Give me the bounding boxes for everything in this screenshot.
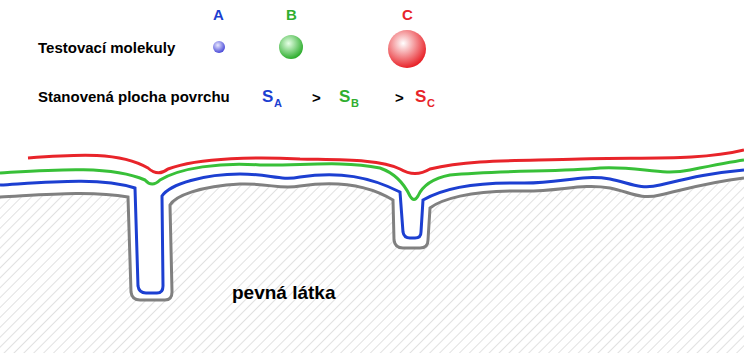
molecule-letter: A: [213, 6, 224, 23]
molecule-b: [279, 35, 303, 59]
comparison-sign: >: [312, 89, 321, 106]
molecule-letter: B: [286, 6, 297, 23]
row-label: Stanovená plocha povrchu: [38, 88, 230, 105]
molecule-c: [388, 30, 426, 68]
layer-b: [0, 160, 744, 200]
solid-body: [0, 178, 744, 353]
layer-a: [0, 170, 744, 293]
area-subscript: C: [427, 97, 435, 110]
molecule-letter: C: [402, 6, 413, 23]
row-label: Testovací molekuly: [38, 39, 175, 56]
surface-line: [0, 178, 744, 300]
area-symbol: S: [262, 87, 273, 107]
area-symbol: S: [415, 87, 426, 107]
comparison-sign: >: [395, 89, 404, 106]
layer-c: [28, 150, 744, 174]
solid-label: pevná látka: [232, 282, 336, 304]
area-subscript: A: [274, 97, 282, 110]
area-subscript: B: [351, 97, 359, 110]
molecule-a: [213, 41, 225, 53]
area-symbol: S: [339, 87, 350, 107]
